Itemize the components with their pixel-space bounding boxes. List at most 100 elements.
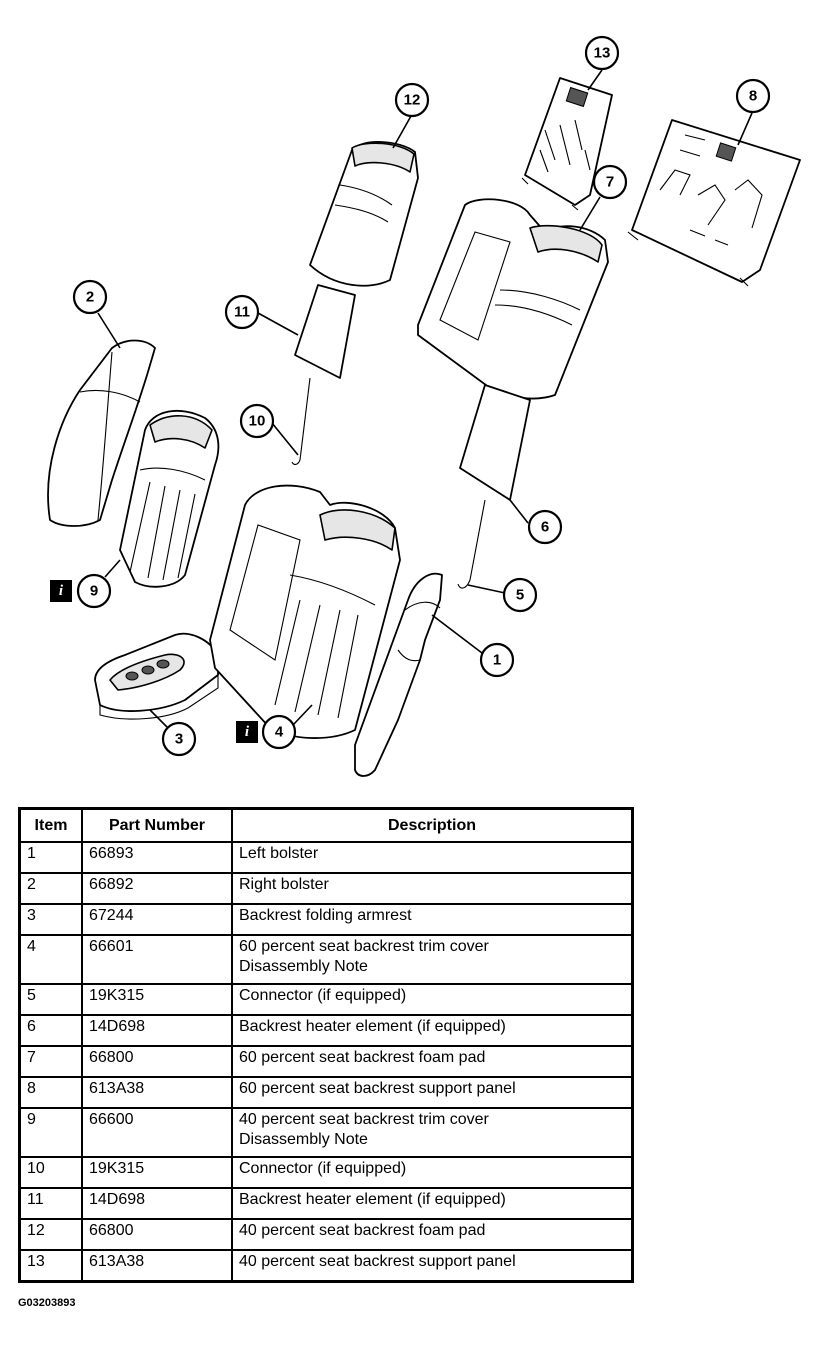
cell-part-number: 613A38 xyxy=(81,1076,233,1109)
header-description: Description xyxy=(231,807,634,843)
part-40-trim-cover xyxy=(119,409,220,588)
svg-text:6: 6 xyxy=(541,519,549,536)
cell-item: 13 xyxy=(18,1249,83,1283)
description-text: 40 percent seat backrest trim cover xyxy=(239,1111,489,1128)
cell-part-number: 67244 xyxy=(81,903,233,936)
table-row: 4 66601 60 percent seat backrest trim co… xyxy=(18,934,634,985)
leader-lines xyxy=(97,69,753,731)
description-text: 60 percent seat backrest trim cover xyxy=(239,938,489,955)
cell-part-number: 19K315 xyxy=(81,983,233,1016)
part-40-foam-pad xyxy=(309,141,419,287)
cell-item: 5 xyxy=(18,983,83,1016)
callout-7: 7 xyxy=(592,164,628,200)
callout-9: 9 xyxy=(76,573,112,609)
table-header-row: Item Part Number Description xyxy=(18,807,634,843)
svg-text:12: 12 xyxy=(404,92,421,109)
cell-part-number: 14D698 xyxy=(81,1187,233,1220)
cell-part-number: 14D698 xyxy=(81,1014,233,1047)
info-icon-item-4[interactable]: i xyxy=(236,721,258,743)
callout-6: 6 xyxy=(527,509,563,545)
table-row: 3 67244 Backrest folding armrest xyxy=(18,903,634,936)
table-row: 5 19K315 Connector (if equipped) xyxy=(18,983,634,1016)
cell-part-number: 66800 xyxy=(81,1045,233,1078)
cell-description: 60 percent seat backrest trim cover Disa… xyxy=(231,934,634,985)
cell-item: 1 xyxy=(18,841,83,874)
cell-part-number: 66892 xyxy=(81,872,233,905)
cell-item: 4 xyxy=(18,934,83,985)
cell-description: Right bolster xyxy=(231,872,634,905)
svg-text:5: 5 xyxy=(516,587,524,604)
callout-4: 4 xyxy=(261,714,297,750)
cell-description: 60 percent seat backrest foam pad xyxy=(231,1045,634,1078)
table-row: 7 66800 60 percent seat backrest foam pa… xyxy=(18,1045,634,1078)
callout-5: 5 xyxy=(502,577,538,613)
callout-8: 8 xyxy=(735,78,771,114)
cell-part-number: 66601 xyxy=(81,934,233,985)
parts-table: Item Part Number Description 1 66893 Lef… xyxy=(18,807,634,1283)
disassembly-note-link[interactable]: Disassembly Note xyxy=(239,958,368,975)
cell-item: 12 xyxy=(18,1218,83,1251)
svg-text:10: 10 xyxy=(249,413,266,430)
table-row: 13 613A38 40 percent seat backrest suppo… xyxy=(18,1249,634,1283)
svg-text:11: 11 xyxy=(234,304,250,321)
cell-part-number: 66600 xyxy=(81,1107,233,1158)
cell-item: 3 xyxy=(18,903,83,936)
cell-description: 40 percent seat backrest foam pad xyxy=(231,1218,634,1251)
svg-text:1: 1 xyxy=(493,652,501,669)
table-row: 6 14D698 Backrest heater element (if equ… xyxy=(18,1014,634,1047)
svg-text:4: 4 xyxy=(275,724,284,741)
header-item: Item xyxy=(18,807,83,843)
part-60-foam-pad xyxy=(417,198,609,400)
svg-text:2: 2 xyxy=(86,289,94,306)
table-row: 11 14D698 Backrest heater element (if eq… xyxy=(18,1187,634,1220)
exploded-parts-diagram: 1 2 3 4 5 6 7 8 9 10 11 12 13 i i xyxy=(47,35,801,777)
cell-item: 10 xyxy=(18,1156,83,1189)
cell-description: 40 percent seat backrest trim cover Disa… xyxy=(231,1107,634,1158)
part-right-bolster xyxy=(47,339,156,527)
header-part-number: Part Number xyxy=(81,807,233,843)
svg-text:9: 9 xyxy=(90,583,98,600)
svg-text:i: i xyxy=(245,724,250,740)
part-40-support-panel xyxy=(521,77,613,211)
cell-part-number: 613A38 xyxy=(81,1249,233,1283)
table-row: 12 66800 40 percent seat backrest foam p… xyxy=(18,1218,634,1251)
callout-11: 11 xyxy=(224,294,260,330)
cell-part-number: 66893 xyxy=(81,841,233,874)
cell-part-number: 66800 xyxy=(81,1218,233,1251)
cell-description: Backrest heater element (if equipped) xyxy=(231,1187,634,1220)
cell-item: 7 xyxy=(18,1045,83,1078)
cell-item: 2 xyxy=(18,872,83,905)
disassembly-note-link[interactable]: Disassembly Note xyxy=(239,1131,368,1148)
table-row: 8 613A38 60 percent seat backrest suppor… xyxy=(18,1076,634,1109)
cell-description: Connector (if equipped) xyxy=(231,1156,634,1189)
cell-description: Left bolster xyxy=(231,841,634,874)
part-60-support-panel xyxy=(627,119,801,287)
cell-item: 11 xyxy=(18,1187,83,1220)
cell-description: Backrest folding armrest xyxy=(231,903,634,936)
callout-10: 10 xyxy=(239,403,275,439)
callout-3: 3 xyxy=(161,721,197,757)
table-row: 9 66600 40 percent seat backrest trim co… xyxy=(18,1107,634,1158)
svg-text:8: 8 xyxy=(749,88,757,105)
svg-text:7: 7 xyxy=(606,174,614,191)
part-40-heater-element xyxy=(291,284,356,465)
info-icon-item-9[interactable]: i xyxy=(50,580,72,602)
cell-item: 6 xyxy=(18,1014,83,1047)
part-60-heater-element xyxy=(457,384,531,589)
svg-text:13: 13 xyxy=(594,45,611,62)
figure-id: G03203893 xyxy=(18,1297,76,1309)
cell-description: Backrest heater element (if equipped) xyxy=(231,1014,634,1047)
callout-2: 2 xyxy=(72,279,108,315)
table-row: 10 19K315 Connector (if equipped) xyxy=(18,1156,634,1189)
part-left-bolster xyxy=(354,572,443,777)
svg-text:i: i xyxy=(59,583,64,599)
cell-description: Connector (if equipped) xyxy=(231,983,634,1016)
svg-text:3: 3 xyxy=(175,731,183,748)
cell-item: 9 xyxy=(18,1107,83,1158)
callout-13: 13 xyxy=(584,35,620,71)
cell-description: 60 percent seat backrest support panel xyxy=(231,1076,634,1109)
part-folding-armrest xyxy=(94,632,219,720)
cell-part-number: 19K315 xyxy=(81,1156,233,1189)
callout-1: 1 xyxy=(479,642,515,678)
part-60-trim-cover xyxy=(209,484,401,739)
